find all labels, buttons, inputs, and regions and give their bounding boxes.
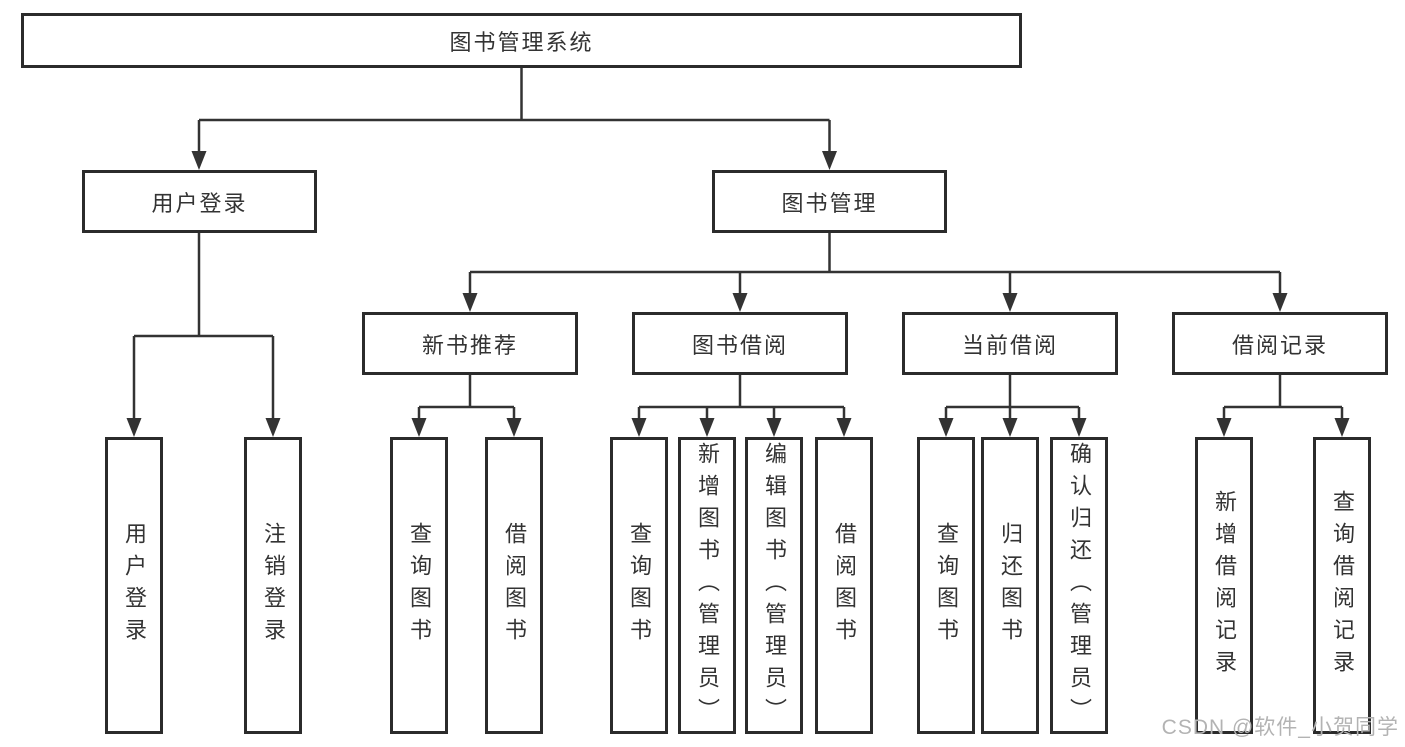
leaf-label: 查询借阅记录	[1330, 489, 1355, 682]
node-user-login: 用户登录	[82, 170, 317, 233]
node-leaf-query-books-borrowing: 查询图书	[610, 437, 668, 734]
node-leaf-edit-book-admin: 编辑图书（管理员）	[745, 437, 803, 734]
leaf-label: 借阅图书	[832, 521, 857, 650]
leaf-label: 查询图书	[934, 521, 959, 650]
leaf-label: 确认归还（管理员）	[1067, 441, 1092, 730]
node-leaf-user-login: 用户登录	[105, 437, 163, 734]
node-library-management-system: 图书管理系统	[21, 13, 1022, 68]
node-leaf-query-books-current: 查询图书	[917, 437, 975, 734]
node-new-book-recommendation: 新书推荐	[362, 312, 578, 375]
node-leaf-logout: 注销登录	[244, 437, 302, 734]
arrowheads	[126, 151, 1350, 437]
csdn-watermark: CSDN @软件_小贺同学	[1161, 716, 1399, 739]
leaf-label: 新增借阅记录	[1212, 489, 1237, 682]
leaf-label: 查询图书	[627, 521, 652, 650]
leaf-label: 注销登录	[261, 521, 286, 650]
node-leaf-borrow-books-recommend: 借阅图书	[485, 437, 543, 734]
node-book-borrowing: 图书借阅	[632, 312, 848, 375]
leaf-label: 用户登录	[122, 521, 147, 650]
node-leaf-confirm-return-admin: 确认归还（管理员）	[1050, 437, 1108, 734]
node-leaf-return-book: 归还图书	[981, 437, 1039, 734]
leaf-label: 归还图书	[998, 521, 1023, 650]
node-book-management: 图书管理	[712, 170, 947, 233]
node-leaf-query-borrow-record: 查询借阅记录	[1313, 437, 1371, 734]
leaf-label: 新增图书（管理员）	[695, 441, 720, 730]
node-leaf-add-borrow-record: 新增借阅记录	[1195, 437, 1253, 734]
node-borrow-records: 借阅记录	[1172, 312, 1388, 375]
node-leaf-add-book-admin: 新增图书（管理员）	[678, 437, 736, 734]
node-current-borrowing: 当前借阅	[902, 312, 1118, 375]
leaf-label: 借阅图书	[502, 521, 527, 650]
node-leaf-borrow-books-borrowing: 借阅图书	[815, 437, 873, 734]
node-leaf-query-books-recommend: 查询图书	[390, 437, 448, 734]
leaf-label: 查询图书	[407, 521, 432, 650]
leaf-label: 编辑图书（管理员）	[762, 441, 787, 730]
